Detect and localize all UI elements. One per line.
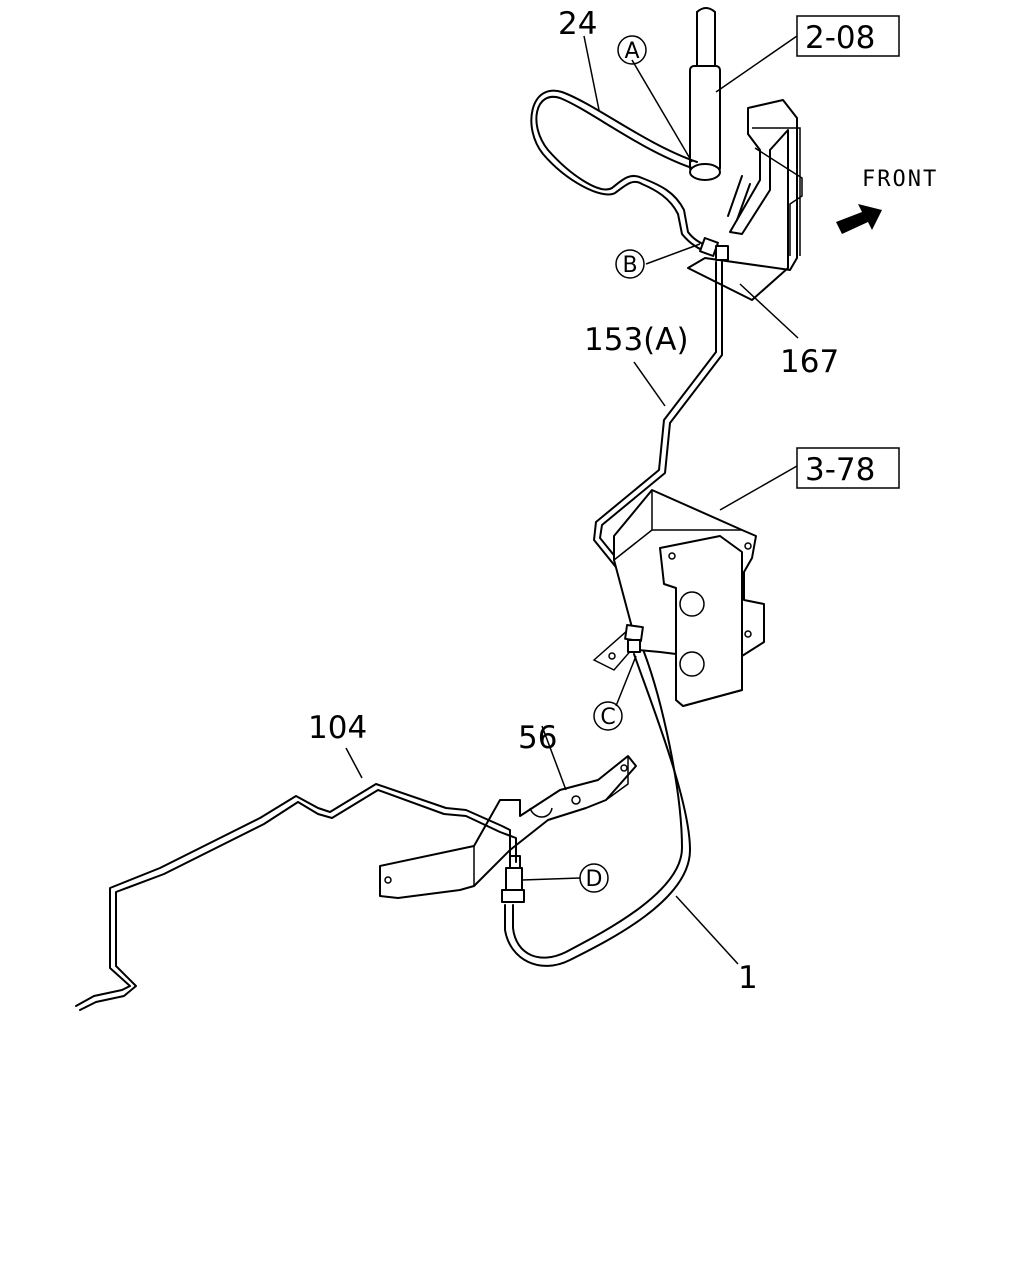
- connection-a: A: [617, 35, 647, 65]
- master-cylinder-rod: [689, 7, 721, 181]
- reference-3-78: 3-78: [805, 452, 875, 488]
- connection-c: C: [593, 701, 623, 731]
- connection-d: D: [579, 863, 609, 893]
- reference-2-08: 2-08: [805, 20, 875, 56]
- callout-56: 56: [518, 720, 557, 756]
- fitting-d: [501, 855, 525, 903]
- bracket-3-78: [592, 489, 765, 707]
- reference-box-3-78: 3-78: [796, 447, 900, 489]
- connection-d-label: D: [586, 867, 603, 892]
- callout-104: 104: [308, 710, 367, 746]
- leader-lines: [345, 35, 799, 965]
- callout-153a: 153(A): [584, 322, 689, 358]
- callout-1: 1: [738, 960, 758, 996]
- bracket-56: [379, 755, 637, 899]
- callout-167: 167: [780, 344, 839, 380]
- connection-b-label: B: [622, 253, 637, 278]
- hose-1: [504, 651, 691, 967]
- reference-box-2-08: 2-08: [796, 15, 900, 57]
- front-arrow-icon: [836, 204, 882, 234]
- fitting-b: [699, 237, 729, 261]
- pipe-104: [75, 783, 517, 1011]
- pipe-24: [530, 89, 709, 253]
- callout-24: 24: [558, 6, 597, 42]
- connection-a-label: A: [624, 39, 639, 64]
- connection-b: B: [615, 249, 645, 279]
- connection-c-label: C: [600, 705, 615, 730]
- front-label: FRONT: [862, 167, 938, 192]
- bracket-167: [687, 99, 803, 301]
- fitting-c: [624, 623, 644, 653]
